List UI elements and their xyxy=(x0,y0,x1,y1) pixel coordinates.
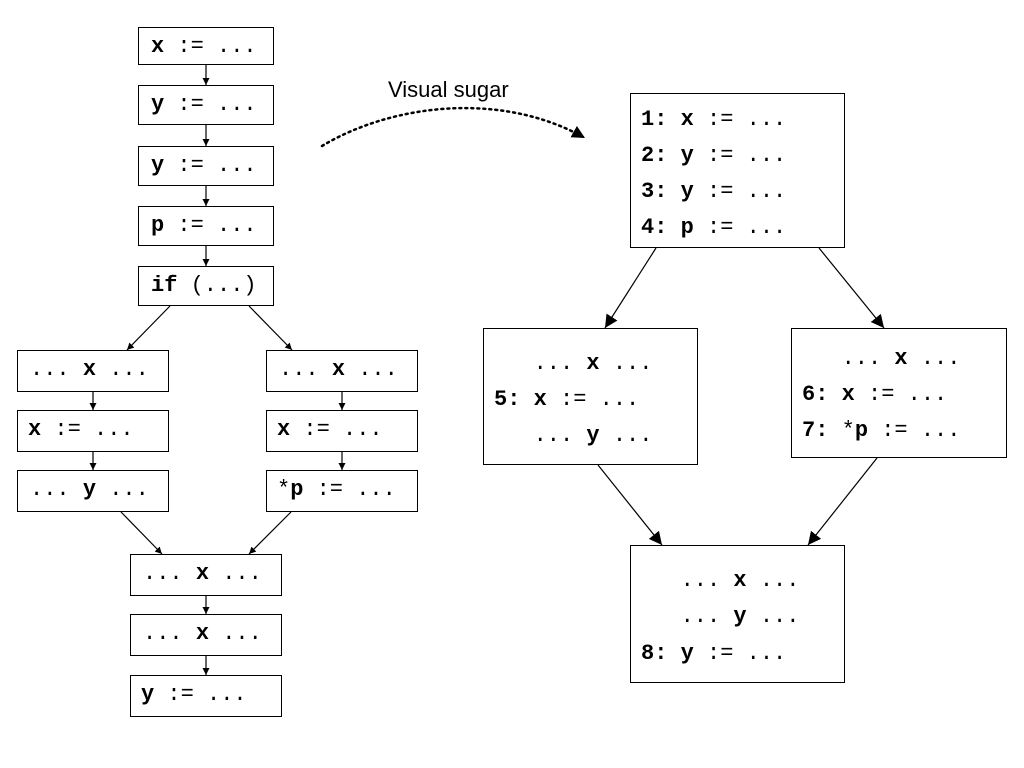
left-node-12: ... x ... xyxy=(130,554,282,596)
right-node-2: ... x ... 5: x := ... ... y ... xyxy=(483,328,698,465)
right-node-4: ... x ... ... y ... 8: y := ... xyxy=(630,545,845,683)
left-node-13: ... x ... xyxy=(130,614,282,656)
node-line: 2: y := ... xyxy=(641,143,787,168)
node-line: ... x ... xyxy=(802,346,961,371)
node-line: 3: y := ... xyxy=(641,179,787,204)
left-node-3: y := ... xyxy=(138,146,274,186)
node-line: x := ... xyxy=(151,34,257,59)
left-node-2: y := ... xyxy=(138,85,274,125)
node-line: ... x ... xyxy=(143,561,262,586)
right-node-3: ... x ... 6: x := ... 7: *p := ... xyxy=(791,328,1007,458)
node-line: ... y ... xyxy=(494,423,653,448)
node-line: y := ... xyxy=(141,682,247,707)
left-node-9: ... x ... xyxy=(266,350,418,392)
node-line: y := ... xyxy=(151,153,257,178)
right-edge-R1-R3 xyxy=(818,247,885,329)
node-line: y := ... xyxy=(151,92,257,117)
left-edge-L8-L12 xyxy=(120,511,163,555)
left-node-7: x := ... xyxy=(17,410,169,452)
node-line: ... x ... xyxy=(143,621,262,646)
node-line: 8: y := ... xyxy=(641,641,787,666)
right-edge-R2-R4 xyxy=(597,464,663,546)
left-node-8: ... y ... xyxy=(17,470,169,512)
node-line: p := ... xyxy=(151,213,257,238)
node-line: ... y ... xyxy=(30,477,149,502)
left-node-1: x := ... xyxy=(138,27,274,65)
node-line: if (...) xyxy=(151,273,257,298)
node-line: 1: x := ... xyxy=(641,107,787,132)
node-line: *p := ... xyxy=(277,477,396,502)
right-edge-R3-R4 xyxy=(807,457,878,546)
node-line: 4: p := ... xyxy=(641,215,787,240)
left-node-4: p := ... xyxy=(138,206,274,246)
visual-sugar-arrow xyxy=(320,106,587,148)
left-node-14: y := ... xyxy=(130,675,282,717)
node-line: 6: x := ... xyxy=(802,382,948,407)
left-edge-L11-L12 xyxy=(248,511,292,555)
node-line: x := ... xyxy=(277,417,383,442)
left-edge-L5-L9 xyxy=(248,305,293,351)
right-node-1: 1: x := ... 2: y := ... 3: y := ... 4: p :=… xyxy=(630,93,845,248)
node-line: 5: x := ... xyxy=(494,387,640,412)
node-line: ... x ... xyxy=(494,351,653,376)
left-edge-L5-L6 xyxy=(126,305,171,351)
visual-sugar-caption: Visual sugar xyxy=(388,77,509,102)
node-line: ... y ... xyxy=(641,604,800,629)
node-line: ... x ... xyxy=(641,568,800,593)
node-line: ... x ... xyxy=(30,357,149,382)
right-edge-R1-R2 xyxy=(604,247,657,329)
left-node-11: *p := ... xyxy=(266,470,418,512)
node-line: x := ... xyxy=(28,417,134,442)
node-line: 7: *p := ... xyxy=(802,418,961,443)
left-node-6: ... x ... xyxy=(17,350,169,392)
node-line: ... x ... xyxy=(279,357,398,382)
left-node-5: if (...) xyxy=(138,266,274,306)
left-node-10: x := ... xyxy=(266,410,418,452)
